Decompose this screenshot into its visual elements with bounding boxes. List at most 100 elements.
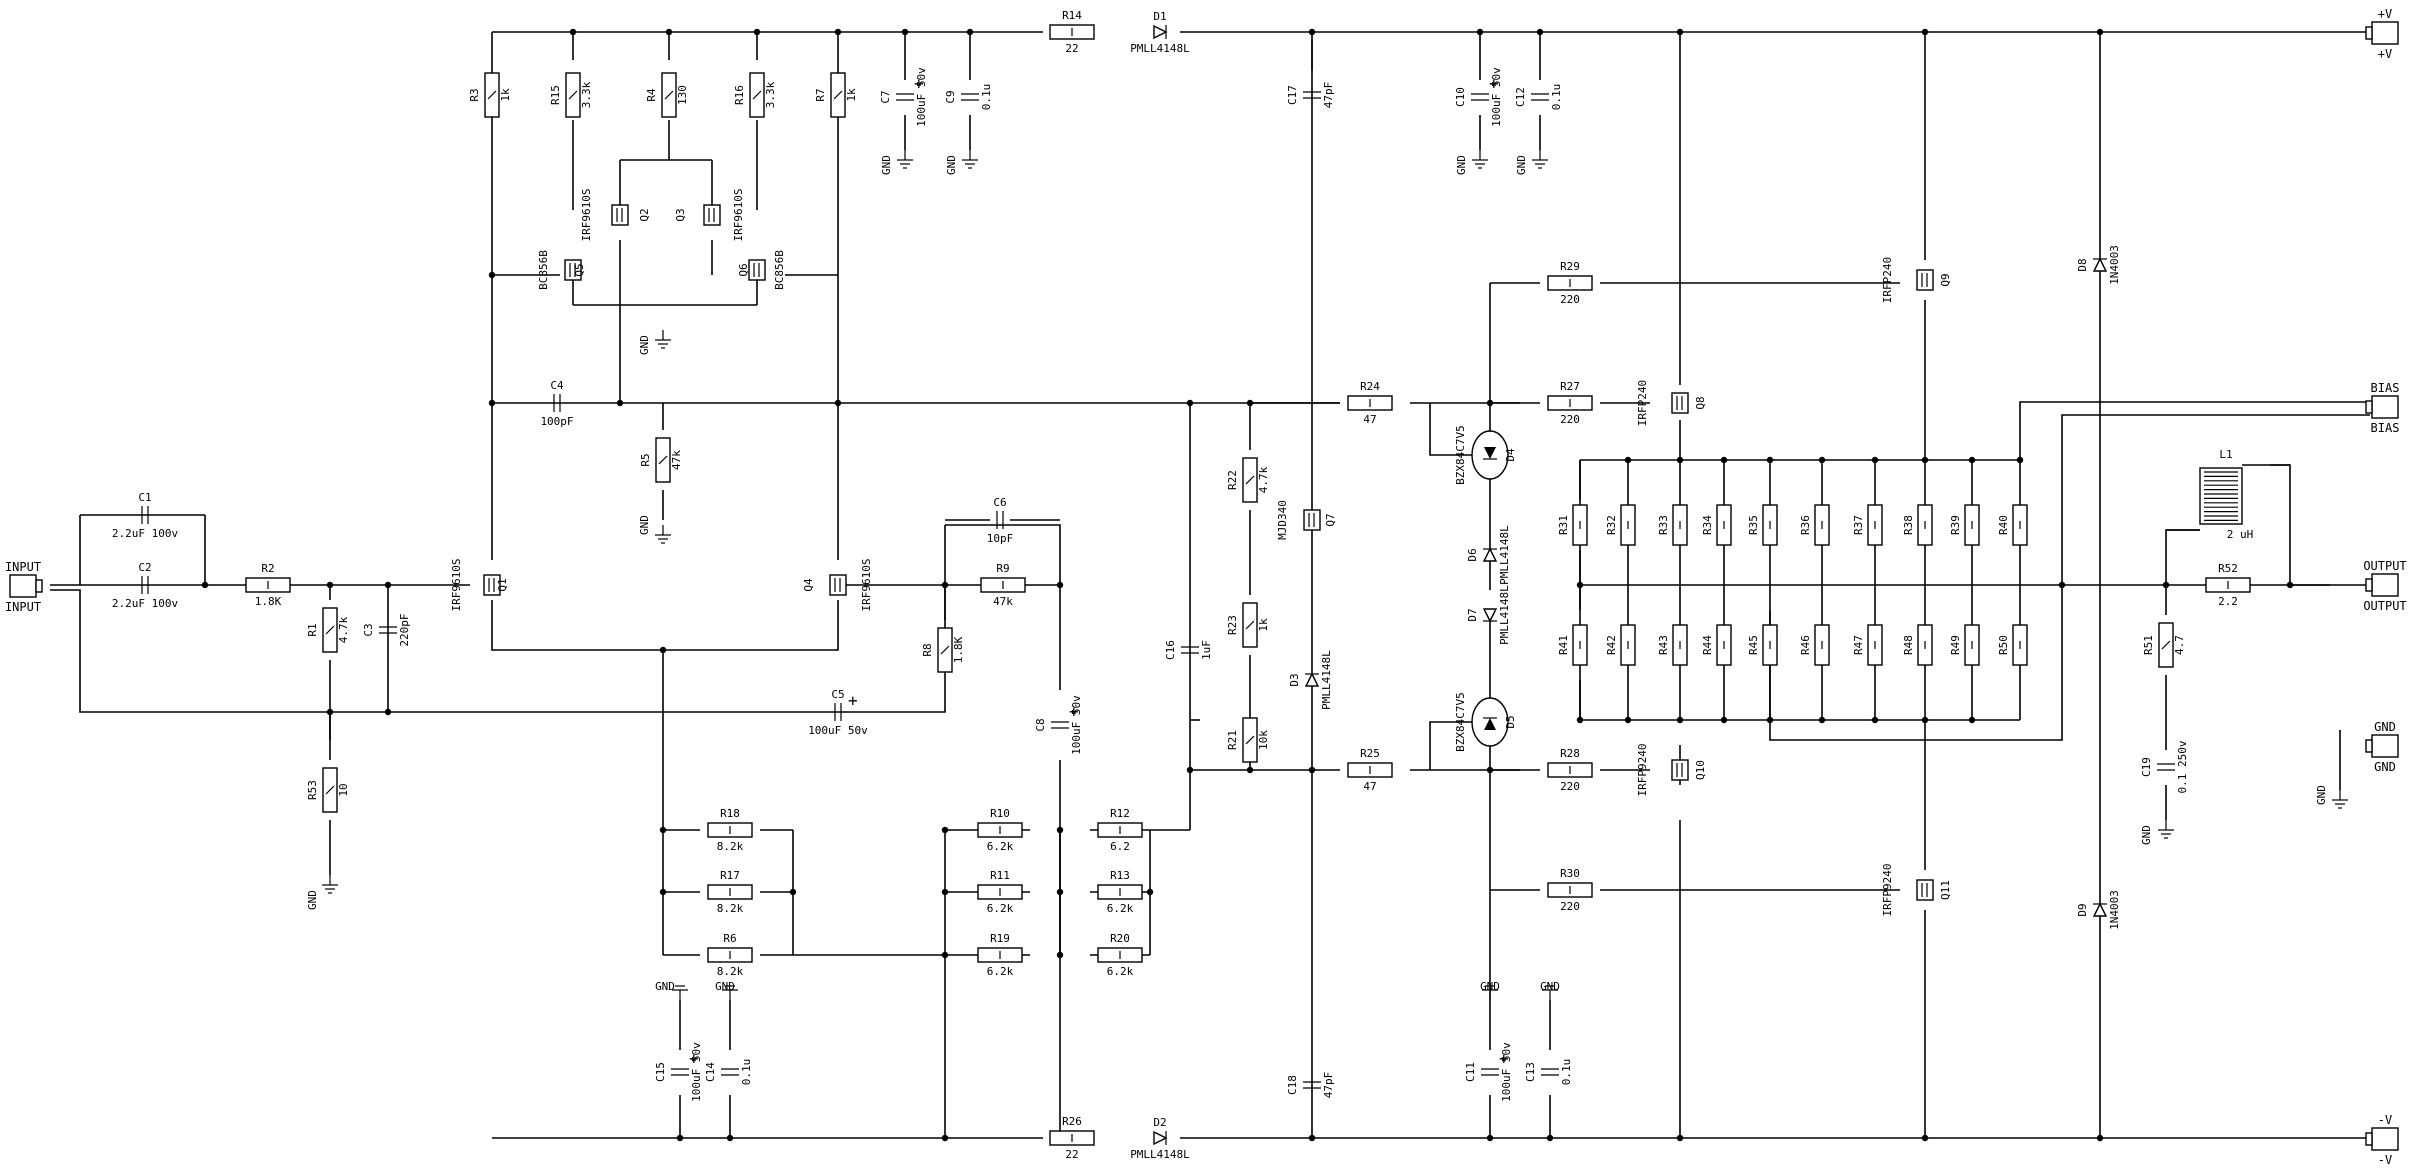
junction-dot [676,1134,684,1142]
gnd-label: GND [638,335,651,355]
resistor-ref: R1 [306,623,319,636]
diode-ref: D6 [1466,548,1479,561]
resistor-ref: R45 [1747,635,1760,655]
resistor-value: 6.2k [987,965,1014,978]
gnd-label: GND [2315,785,2328,805]
transistor-value: IRFP240 [1636,380,1649,426]
transistor-ref: Q5 [573,263,586,276]
capacitor-ref: C9 [944,90,957,103]
resistor-value: 6.2k [987,902,1014,915]
junction-dot [1146,888,1154,896]
junction-dot [1921,28,1929,36]
connector-vminus-label-2: -V [2378,1153,2392,1167]
inductor-ref: L1 [2219,448,2232,461]
capacitor-ref: C8 [1034,718,1047,731]
junction-dot [1308,1134,1316,1142]
resistor-value: 4.7 [2173,635,2186,655]
ground-symbol: GND [2140,820,2174,845]
ground-symbol: GND [1455,150,1488,175]
resistor-ref: R18 [720,807,740,820]
junction-dot [1186,399,1194,407]
gnd-label: GND [638,515,651,535]
transistor-ref: Q8 [1694,396,1707,409]
junction-dot [1056,888,1064,896]
transistor-value: IRF9610S [860,559,873,612]
resistor-ref: R41 [1557,635,1570,655]
resistor-r39: R39 [1949,504,1980,546]
junction-dot [659,826,667,834]
junction-dot [1056,581,1064,589]
junction-dot [941,826,949,834]
resistor-ref: R36 [1799,515,1812,535]
resistor-ref: R33 [1657,515,1670,535]
resistor-value: 47 [1363,413,1376,426]
resistor-value: 4.7k [337,616,350,643]
resistor-ref: R9 [996,562,1009,575]
junction-dot [2016,456,2024,464]
capacitor-c2: C22.2uF 100v [112,561,179,610]
junction-dot [659,646,667,654]
transistor-ref: Q1 [496,578,509,591]
zener-value: BZX84C7V5 [1454,692,1467,752]
resistor-ref: R30 [1560,867,1580,880]
inductor-l1: L12 uH [2199,448,2253,541]
capacitor-ref: C3 [362,623,375,636]
junction-dot [1246,399,1254,407]
capacitor-ref: C18 [1286,1075,1299,1095]
resistor-r41: R41 [1557,624,1588,666]
diode-value: PMLL4148L [1320,650,1333,710]
diode-ref: D8 [2076,258,2089,271]
junction-dot [1056,826,1064,834]
resistor-ref: R15 [549,85,562,105]
transistor-value: BC856B [537,250,550,290]
junction-dot [2286,581,2294,589]
resistor-value: 8.2k [717,902,744,915]
resistor-value: 2.2 [2218,595,2238,608]
junction-dot [1476,28,1484,36]
junction-dot [1818,456,1826,464]
junction-dot [1818,716,1826,724]
transistor-ref: Q7 [1324,513,1337,526]
junction-dot [1624,456,1632,464]
connector-vminus[interactable]: -V-V [2365,1113,2399,1167]
resistor-value: 8.2k [717,840,744,853]
connector-output-label-2: OUTPUT [2363,599,2406,613]
resistor-value: 47 [1363,780,1376,793]
diode-ref: D3 [1288,673,1301,686]
resistor-ref: R40 [1997,515,2010,535]
resistor-r44: R44 [1701,624,1732,666]
capacitor-value: 220pF [398,613,411,646]
resistor-value: 1.8K [255,595,282,608]
junction-dot [2058,581,2066,589]
resistor-r40: R40 [1997,504,2028,546]
connector-bias-label-2: BIAS [2371,421,2400,435]
connector-vplus[interactable]: +V+V [2365,7,2399,61]
resistor-r46: R46 [1799,624,1830,666]
connector-gnd-label: GND [2374,720,2396,734]
diode-value: PMLL4148L [1498,525,1511,585]
resistor-ref: R39 [1949,515,1962,535]
gnd-label: GND [1515,155,1528,175]
polarity-mark: + [1499,1049,1509,1068]
diode-value: PMLL4148L [1130,1148,1190,1161]
junction-dot [726,1134,734,1142]
resistor-value: 47k [670,450,683,470]
